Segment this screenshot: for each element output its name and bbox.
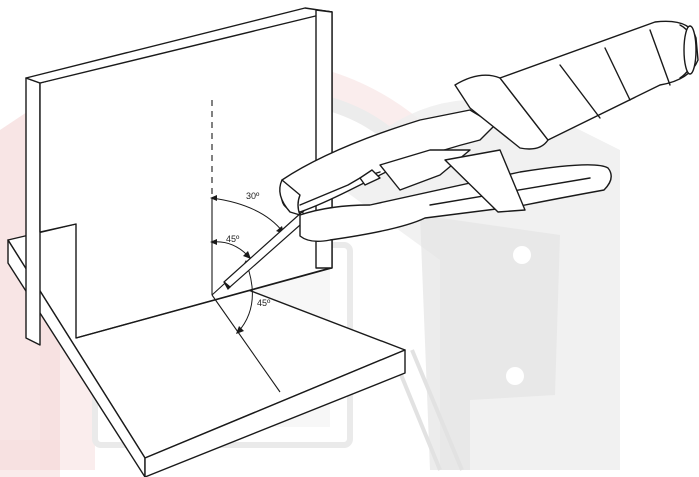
base-plate-left-edge: [7, 239, 146, 477]
holder-nose: [279, 179, 301, 216]
vertical-plate-left-edge: [25, 77, 41, 346]
arrow-45p-bottom: [236, 326, 244, 334]
arrow-45v-left: [210, 239, 217, 245]
watermark-red-bottom: [0, 440, 60, 477]
plate-angle-line: [211, 294, 281, 393]
watermark-red-arc: [40, 57, 420, 470]
angle-label-45-plate: 45º: [257, 298, 271, 308]
holder-grip-ridge-3: [649, 29, 671, 86]
arrow-30-left: [210, 195, 217, 201]
watermark-dot-top: [513, 246, 531, 264]
holder-clamp-detail-2: [359, 169, 381, 186]
joint-line: [75, 267, 331, 339]
angle-label-45-vertical: 45º: [226, 234, 240, 244]
holder-grip-cap: [683, 25, 697, 75]
angle-label-30: 30º: [246, 191, 260, 201]
electrode-holder-icon: [279, 20, 699, 243]
base-plate-front-edge: [144, 349, 406, 477]
arrow-45v-right: [243, 251, 251, 259]
electrode-rod-tip: [223, 281, 231, 290]
holder-grip-ridge-1: [559, 64, 601, 119]
arc-30-travel: [211, 197, 284, 233]
watermark-rod-lines: [393, 349, 464, 471]
holder-grip: [499, 20, 699, 141]
watermark-dot-bottom: [506, 367, 524, 385]
holder-grip-ridge-2: [604, 47, 631, 101]
holder-jaw-slot: [444, 149, 526, 213]
watermark-handle-shape: [420, 215, 560, 470]
